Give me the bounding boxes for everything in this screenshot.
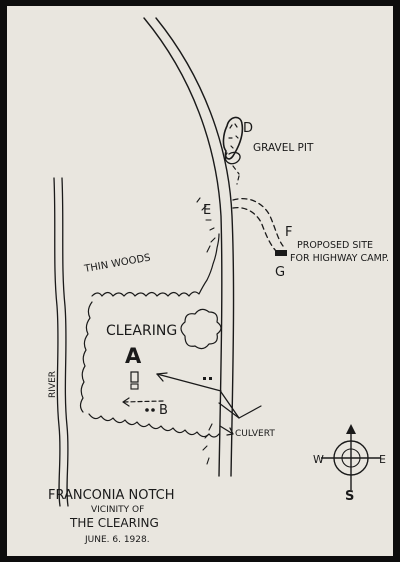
label-clearing: CLEARING <box>106 323 177 339</box>
woods-boundary <box>79 197 220 465</box>
north-arrow-icon <box>346 424 356 434</box>
label-gravel-pit: GRAVEL PIT <box>253 142 314 154</box>
label-culvert: CULVERT <box>235 429 275 439</box>
label-d: D <box>243 121 253 136</box>
label-proposed-site-2: FOR HIGHWAY CAMP. <box>290 253 389 264</box>
tree-clump <box>180 308 222 350</box>
label-g: G <box>275 265 285 280</box>
gravel-pit-symbol <box>222 116 244 165</box>
label-a: A <box>125 344 142 368</box>
compass-label-west: W <box>313 453 324 466</box>
compass-label-east: E <box>379 453 386 466</box>
compass-rose <box>321 424 381 490</box>
highway <box>143 17 235 477</box>
title-line-3: THE CLEARING <box>69 516 159 530</box>
label-proposed-site-1: PROPOSED SITE <box>297 240 373 251</box>
side-road <box>232 165 284 253</box>
label-b: B <box>159 403 168 418</box>
clearing-buildings <box>130 371 212 412</box>
map-drawing: D GRAVEL PIT E F PROPOSED SITE FOR HIGHW… <box>48 17 389 545</box>
label-e: E <box>203 203 211 218</box>
map-sheet: D GRAVEL PIT E F PROPOSED SITE FOR HIGHW… <box>7 6 393 556</box>
title-date: JUNE. 6. 1928. <box>84 535 150 545</box>
title-line-2: VICINITY OF <box>91 505 144 515</box>
compass-label-south: S <box>345 489 354 504</box>
highway-camp-marker <box>275 250 287 256</box>
culvert-marker <box>219 425 234 436</box>
label-river: RIVER <box>48 371 58 398</box>
label-thin-woods: THIN WOODS <box>83 253 152 276</box>
river <box>53 177 69 507</box>
route-arrows <box>122 372 262 419</box>
title-line-1: FRANCONIA NOTCH <box>48 488 174 503</box>
label-f: F <box>285 225 292 240</box>
